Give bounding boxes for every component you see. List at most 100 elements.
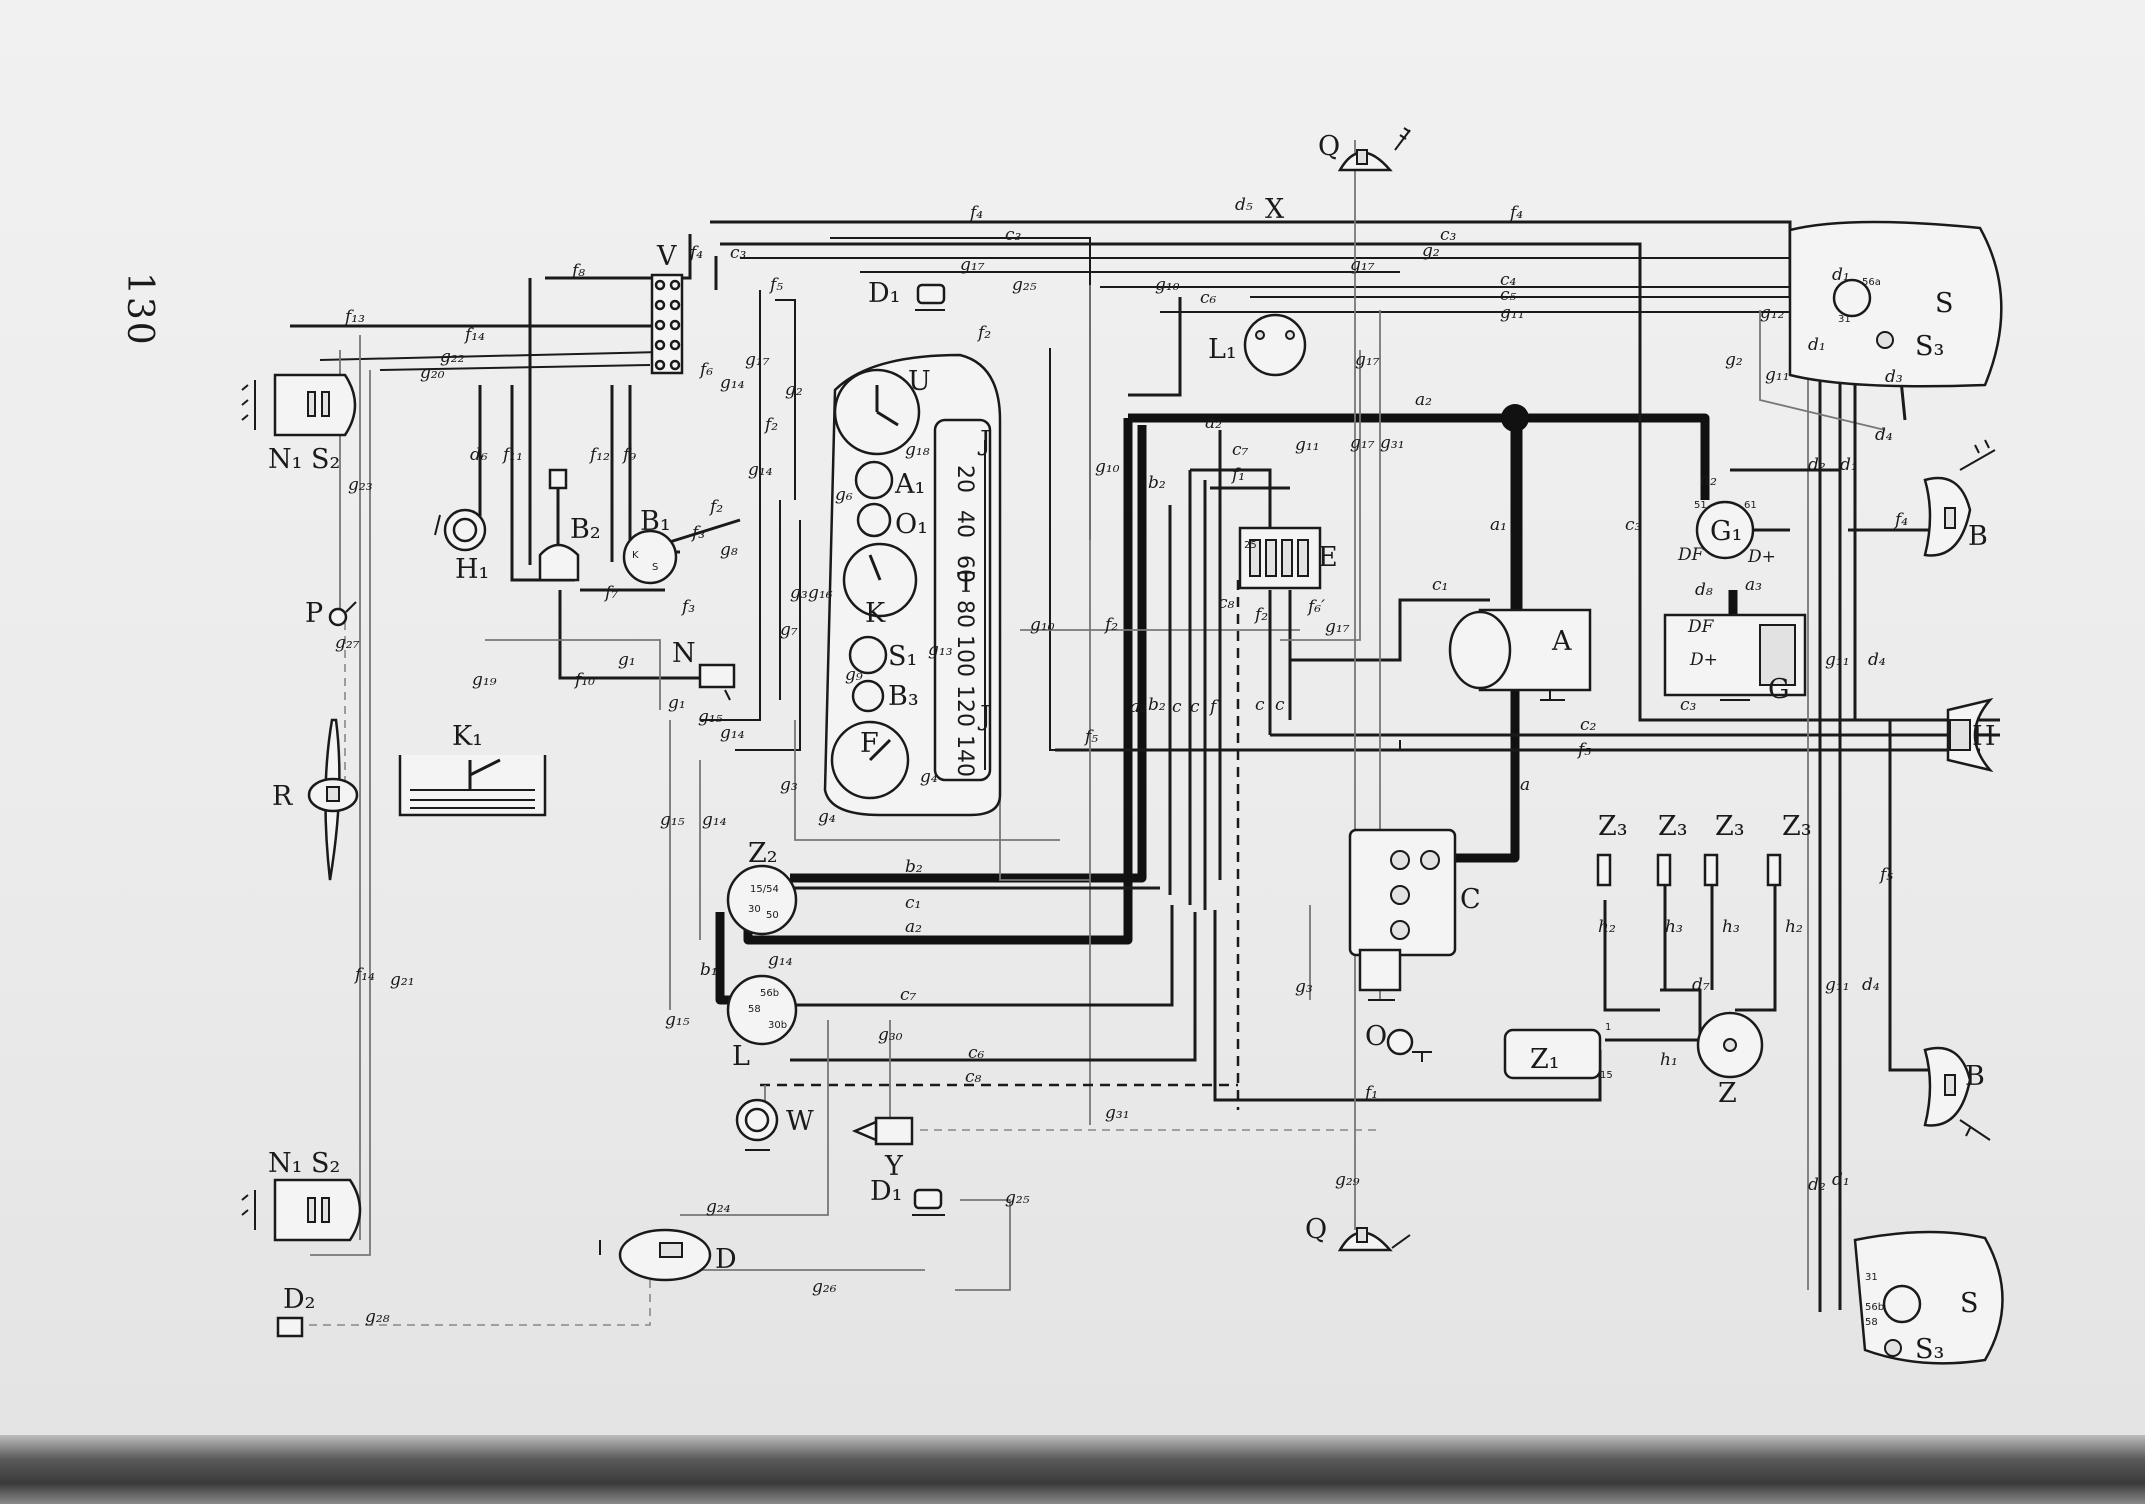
lamp-Q-bottom bbox=[1337, 1227, 1411, 1252]
wire-g2-dash bbox=[775, 299, 796, 500]
terminal-51: 51 bbox=[1694, 500, 1707, 511]
lamp-R bbox=[307, 718, 359, 881]
wire-g21 bbox=[310, 370, 371, 1256]
wire-labels: d₅ f₄ f₄ f₄ c₃ c₃ c₃ f₈ g₁₇ g₁₇ g₂₅ g₁₀ … bbox=[335, 195, 1908, 1327]
wire-label-f12: f₁₂ bbox=[588, 445, 610, 465]
label-Z3-1: Z₃ bbox=[1598, 811, 1628, 842]
label-S3-bottom: S₃ bbox=[1915, 1334, 1944, 1365]
lamp-D1-top bbox=[915, 283, 946, 311]
wire-label-a1: a₁ bbox=[1490, 515, 1507, 535]
switch-N bbox=[698, 663, 736, 701]
label-Q-bottom: Q bbox=[1305, 1214, 1327, 1245]
label-H1: H₁ bbox=[455, 554, 489, 585]
label-V: V bbox=[656, 241, 677, 272]
wire-label-c8-b: c₈ bbox=[965, 1067, 982, 1087]
starter-A bbox=[1448, 608, 1592, 701]
terminal-Dplus-gen: D+ bbox=[1689, 650, 1718, 670]
wire-label-a2: a₂ bbox=[1415, 390, 1432, 410]
wire-f14 bbox=[319, 351, 661, 361]
speed-mark: 40 bbox=[952, 510, 977, 538]
book-binding-shadow bbox=[0, 1435, 2145, 1504]
label-B3: B₃ bbox=[888, 681, 919, 712]
wire-label-d2: d₂ bbox=[1808, 455, 1826, 475]
wire-label-c1-v: c bbox=[1275, 695, 1285, 715]
wire-label-g2-b: g₂ bbox=[1725, 350, 1743, 370]
label-A1: A₁ bbox=[894, 469, 925, 500]
speed-mark: 20 bbox=[952, 465, 977, 493]
switch-B1: K S bbox=[622, 529, 678, 585]
label-X: X bbox=[1265, 194, 1285, 225]
lamp-B3 bbox=[851, 679, 885, 713]
label-D2: D₂ bbox=[283, 1284, 315, 1315]
terminal-30: 30 bbox=[748, 904, 761, 915]
label-N: N bbox=[672, 638, 696, 669]
speed-mark: 120 bbox=[952, 685, 977, 727]
label-B-top: B bbox=[1968, 521, 1988, 552]
wire-label-g8: g₈ bbox=[720, 540, 738, 560]
horn-button-W bbox=[735, 1098, 779, 1151]
terminal-25: 25 bbox=[1244, 540, 1257, 551]
wire-label-g2: g₂ bbox=[1422, 241, 1440, 261]
label-E: E bbox=[1318, 542, 1338, 573]
wire-label-c1-b: c₁ bbox=[905, 893, 921, 913]
wire-label-f2-d: f₂ bbox=[763, 415, 778, 435]
label-Z3-3: Z₃ bbox=[1715, 811, 1745, 842]
wire-label-g1: g₁ bbox=[618, 650, 636, 670]
wire-g12 bbox=[1759, 310, 1886, 431]
label-B1: B₁ bbox=[640, 506, 671, 537]
terminal-31-b: 31 bbox=[1865, 1272, 1878, 1283]
switch-D2 bbox=[276, 1316, 304, 1338]
wire-label-g17-d: g₁₇ bbox=[1350, 433, 1375, 453]
wire-g19 bbox=[485, 639, 661, 710]
wire-label-g26: g₂₆ bbox=[812, 1277, 837, 1297]
wire-label-f4-c: f₄ bbox=[688, 243, 703, 263]
label-G: G bbox=[1768, 674, 1790, 705]
wire-label-g3: g₃ bbox=[790, 583, 808, 603]
wire-label-d1-b: d₁ bbox=[1832, 1170, 1850, 1190]
headlamp-S-top: 56a 31 bbox=[1788, 220, 2003, 388]
wire-label-g16: g₁₆ bbox=[808, 583, 833, 603]
label-K1: K₁ bbox=[452, 721, 483, 752]
wire-label-g11-d: g₁₁ bbox=[1765, 365, 1790, 385]
lamp-D bbox=[599, 1228, 712, 1282]
oil-switch-O bbox=[1386, 1028, 1432, 1062]
label-L1: L₁ bbox=[1208, 334, 1237, 365]
wire-label-g10: g₁₀ bbox=[1155, 275, 1180, 295]
terminal-58: 58 bbox=[1865, 1317, 1878, 1328]
wire-label-g3-b: g₃ bbox=[780, 775, 798, 795]
wire-g4 bbox=[794, 720, 1060, 841]
wire-label-f4-b: f₄ bbox=[1508, 203, 1523, 223]
label-Z: Z bbox=[1718, 1078, 1737, 1109]
wire-label-f1-v: f bbox=[1208, 697, 1219, 717]
wire-label-c3-e: c₃ bbox=[1625, 515, 1642, 535]
terminal-Dplus: D+ bbox=[1747, 547, 1776, 567]
label-N1S2-bottom: N₁ S₂ bbox=[268, 1148, 340, 1179]
wire-label-f4: f₄ bbox=[968, 203, 983, 223]
switch-Y bbox=[851, 1116, 914, 1146]
wire-label-f8: f₈ bbox=[570, 261, 585, 281]
wire-label-d2-b: d₂ bbox=[1808, 1175, 1826, 1195]
label-J-top: J bbox=[977, 426, 991, 457]
component-labels: Q X V D₁ S S₃ N₁ S₂ H₁ B₂ B₁ U A₁ O₁ T K… bbox=[268, 131, 1996, 1365]
wire-c1 bbox=[1290, 598, 1490, 662]
wire-label-c3-d: c₃ bbox=[1680, 695, 1697, 715]
wire-label-f1: f₁ bbox=[1230, 465, 1245, 485]
label-C: C bbox=[1460, 884, 1481, 915]
label-O1: O₁ bbox=[895, 509, 928, 540]
wire-label-g15-c: g₁₅ bbox=[665, 1010, 690, 1030]
wire-label-b2: b₂ bbox=[1148, 473, 1166, 493]
wire-label-g25: g₂₅ bbox=[1012, 275, 1037, 295]
lamp-Q-top bbox=[1337, 127, 1411, 172]
terminal-15-54: 15/54 bbox=[750, 884, 779, 895]
wire-g24 bbox=[680, 1020, 829, 1216]
terminal-56b: 56b bbox=[1865, 1302, 1884, 1313]
wire-label-g20: g₂₀ bbox=[420, 363, 445, 383]
wire-g15 bbox=[735, 520, 801, 751]
cable-a2-generator bbox=[1515, 413, 1710, 500]
wire-h2-b bbox=[1735, 875, 1777, 1012]
terminal-56b-L: 56b bbox=[760, 988, 779, 999]
wire-label-d4-c: d₄ bbox=[1862, 975, 1880, 995]
terminal-DF: DF bbox=[1677, 545, 1705, 565]
wire-label-g15-b: g₁₅ bbox=[660, 810, 685, 830]
